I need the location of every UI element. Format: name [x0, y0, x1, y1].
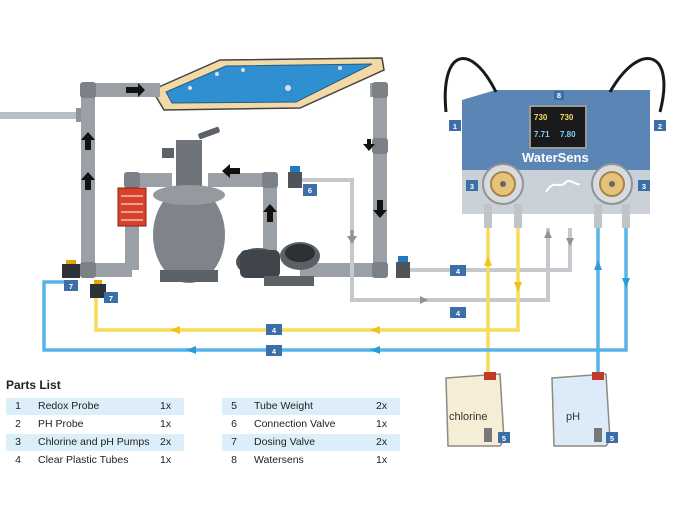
sample-tube-arrows — [347, 230, 574, 304]
callout-connection-valve: 6 — [303, 184, 317, 196]
callout-tube-blue: 4 — [266, 345, 282, 356]
parts-list-column-2: 5 Tube Weight 2x 6 Connection Valve 1x 7 Dosing… — [222, 398, 400, 470]
parts-list-qty: 1x — [160, 400, 172, 412]
device-brand-label: WaterSens — [522, 150, 589, 165]
parts-list-row: 8 Watersens 1x — [222, 452, 400, 469]
ph-pump — [591, 163, 633, 228]
svg-text:2: 2 — [658, 122, 662, 131]
parts-list-num: 2 — [15, 418, 21, 430]
ph-tube — [42, 228, 628, 380]
svg-text:3: 3 — [642, 182, 646, 191]
callout-tube-feed: 4 — [450, 307, 466, 318]
parts-list-qty: 1x — [376, 418, 388, 430]
probe-cables — [443, 57, 666, 113]
parts-list-name: Clear Plastic Tubes — [38, 454, 129, 466]
pool-pump — [236, 242, 320, 286]
callout-weight-chlorine: 5 — [498, 432, 510, 443]
inlet-pipe — [0, 108, 84, 122]
parts-list-num: 6 — [231, 418, 237, 430]
parts-list-name: Connection Valve — [254, 418, 336, 430]
chlorine-tube — [94, 228, 520, 380]
svg-text:5: 5 — [610, 434, 614, 443]
parts-list-name: Tube Weight — [254, 400, 313, 412]
screen-bottom-left: 7.71 — [534, 130, 550, 139]
parts-list-row: 2 PH Probe 1x — [6, 416, 184, 433]
parts-list-title: Parts List — [6, 378, 61, 392]
callout-tube-yellow: 4 — [266, 324, 282, 335]
pool — [150, 57, 385, 111]
parts-list-name: PH Probe — [38, 418, 84, 430]
device-wave-logo — [545, 179, 581, 193]
parts-list-name: Chlorine and pH Pumps — [38, 436, 150, 448]
parts-list-row: 1 Redox Probe 1x — [6, 398, 184, 415]
parts-list-name: Redox Probe — [38, 400, 100, 412]
parts-list-num: 7 — [231, 436, 237, 448]
return-valve — [396, 256, 410, 278]
callout-weight-ph: 5 — [606, 432, 618, 443]
heater — [117, 187, 147, 227]
svg-text:6: 6 — [308, 186, 312, 195]
parts-list-qty: 1x — [376, 454, 388, 466]
svg-text:4: 4 — [456, 309, 461, 318]
ph-tube-arrows — [186, 260, 630, 354]
device-screen: 730 730 7.71 7.80 — [534, 113, 576, 139]
svg-text:4: 4 — [272, 347, 277, 356]
parts-list-row: 4 Clear Plastic Tubes 1x — [6, 452, 184, 469]
parts-list-num: 8 — [231, 454, 237, 466]
callout-ph-probe: 2 — [654, 120, 666, 131]
svg-text:7: 7 — [109, 294, 113, 303]
dosing-valve-left — [62, 260, 80, 278]
parts-list-num: 3 — [15, 436, 21, 448]
tube-weights — [484, 428, 602, 442]
parts-list-qty: 2x — [376, 436, 388, 448]
parts-list-row: 7 Dosing Valve 2x — [222, 434, 400, 451]
parts-list-num: 1 — [15, 400, 21, 412]
callout-device: 8 — [554, 91, 564, 100]
callout-redox-probe: 1 — [449, 120, 461, 131]
parts-list-row: 3 Chlorine and pH Pumps 2x — [6, 434, 184, 451]
callout-pump-right: 3 — [638, 180, 650, 191]
screen-top-left: 730 — [534, 113, 548, 122]
callout-tube-return: 4 — [450, 265, 466, 276]
sand-filter — [153, 126, 225, 283]
callouts: 1 2 8 3 3 6 4 4 4 4 7 7 5 5 — [64, 91, 666, 443]
callout-dosing-valve-right: 7 — [104, 292, 118, 303]
parts-list-qty: 1x — [160, 454, 172, 466]
parts-list-qty: 2x — [160, 436, 172, 448]
parts-list-qty: 2x — [376, 400, 388, 412]
svg-text:4: 4 — [456, 267, 461, 276]
pipe-joints — [80, 82, 388, 278]
svg-text:5: 5 — [502, 434, 506, 443]
parts-list-name: Watersens — [254, 454, 304, 466]
chlorine-pump — [482, 163, 524, 228]
parts-list-num: 5 — [231, 400, 237, 412]
svg-text:3: 3 — [470, 182, 474, 191]
parts-list-row: 6 Connection Valve 1x — [222, 416, 400, 433]
parts-list-name: Dosing Valve — [254, 436, 316, 448]
screen-bottom-right: 7.80 — [560, 130, 576, 139]
parts-list-column-1: 1 Redox Probe 1x 2 PH Probe 1x 3 Chlorine and p… — [6, 398, 184, 470]
callout-dosing-valve-left: 7 — [64, 280, 78, 291]
parts-list-num: 4 — [15, 454, 21, 466]
parts-list-row: 5 Tube Weight 2x — [222, 398, 400, 415]
screen-top-right: 730 — [560, 113, 574, 122]
chlorine-tank — [445, 372, 505, 447]
ph-tank-label: pH — [566, 411, 580, 423]
flow-arrows — [81, 83, 387, 222]
parts-list-qty: 1x — [160, 418, 172, 430]
svg-text:4: 4 — [272, 326, 277, 335]
svg-text:8: 8 — [557, 91, 561, 100]
svg-text:1: 1 — [453, 122, 457, 131]
chlorine-tube-arrows — [170, 256, 522, 334]
dosing-valve-right — [90, 280, 106, 298]
callout-pump-left: 3 — [466, 180, 478, 191]
chlorine-tank-label: chlorine — [449, 411, 488, 423]
svg-text:7: 7 — [69, 282, 73, 291]
connection-valve — [288, 166, 302, 188]
